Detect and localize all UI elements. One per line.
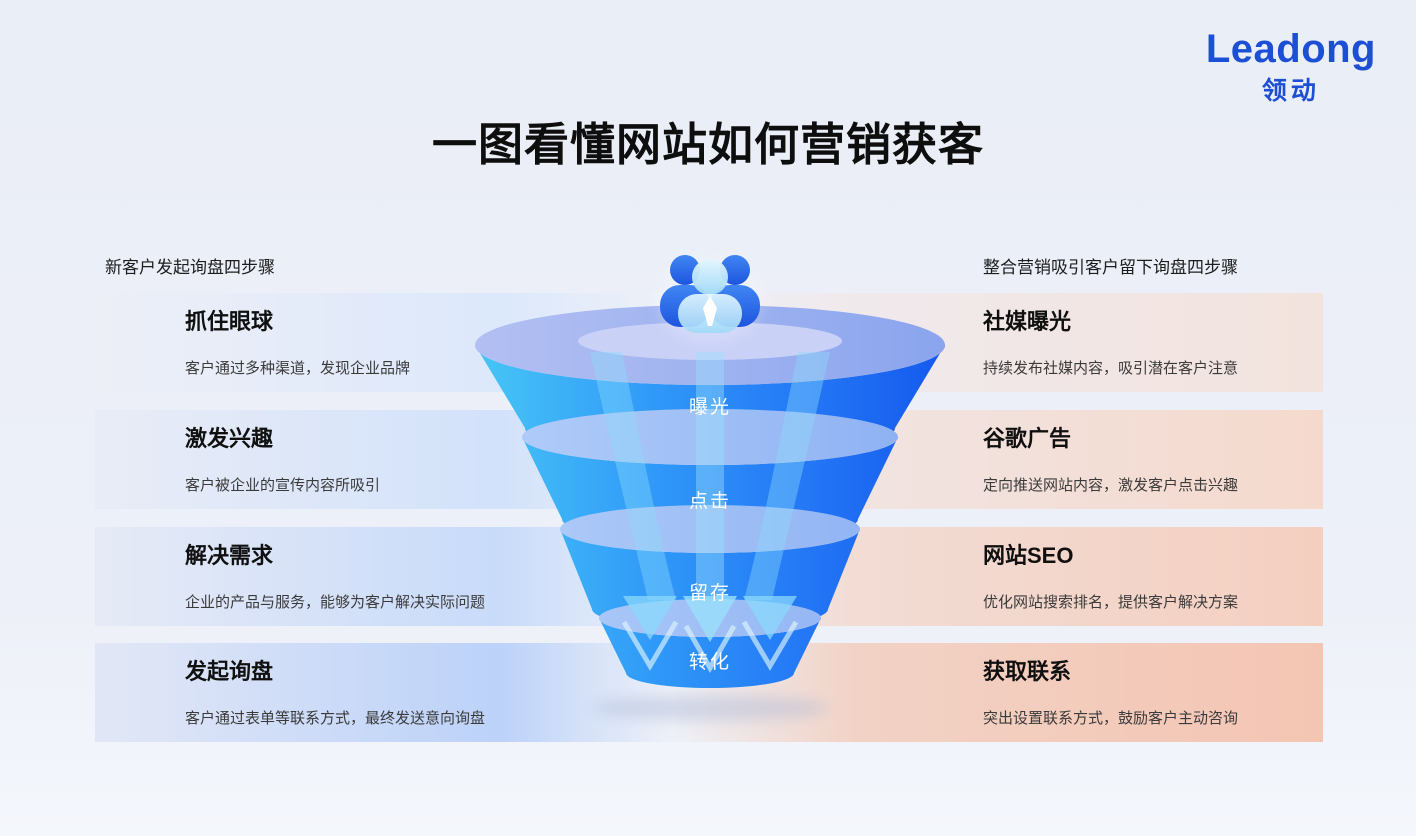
left-step-1: 抓住眼球 客户通过多种渠道，发现企业品牌 (185, 311, 605, 378)
step-desc: 企业的产品与服务，能够为客户解决实际问题 (185, 594, 486, 611)
step-title: 社媒曝光 (983, 309, 1072, 334)
brand-logo-text: Leadong (1205, 27, 1376, 71)
step-title: 发起询盘 (185, 659, 274, 684)
step-title: 解决需求 (185, 543, 274, 568)
funnel-shadow (592, 695, 828, 721)
people-group-icon (658, 255, 762, 342)
brand-logo: Leadong 领动 (1206, 28, 1376, 107)
step-desc: 定向推送网站内容，激发客户点击兴趣 (983, 477, 1239, 494)
page-title: 一图看懂网站如何营销获客 (431, 119, 984, 170)
right-step-4: 获取联系 突出设置联系方式，鼓励客户主动咨询 (983, 661, 1403, 728)
step-title: 网站SEO (983, 543, 1074, 568)
step-desc: 客户通过多种渠道，发现企业品牌 (185, 360, 411, 377)
funnel-flow-arrows (590, 352, 830, 674)
left-step-2: 激发兴趣 客户被企业的宣传内容所吸引 (185, 428, 605, 495)
step-desc: 客户被企业的宣传内容所吸引 (185, 477, 381, 494)
left-section-header: 新客户发起询盘四步骤 (105, 258, 275, 277)
step-title: 抓住眼球 (185, 309, 274, 334)
right-step-2: 谷歌广告 定向推送网站内容，激发客户点击兴趣 (983, 428, 1403, 495)
funnel-stage-label-retention: 留存 (688, 583, 731, 604)
step-title: 谷歌广告 (983, 426, 1072, 451)
step-desc: 客户通过表单等联系方式，最终发送意向询盘 (185, 710, 486, 727)
right-section-header: 整合营销吸引客户留下询盘四步骤 (983, 258, 1238, 277)
funnel-stage-label-exposure: 曝光 (688, 397, 731, 418)
left-step-3: 解决需求 企业的产品与服务，能够为客户解决实际问题 (185, 545, 605, 612)
step-desc: 优化网站搜索排名，提供客户解决方案 (983, 594, 1239, 611)
step-desc: 持续发布社媒内容，吸引潜在客户注意 (983, 360, 1239, 377)
right-step-3: 网站SEO 优化网站搜索排名，提供客户解决方案 (983, 545, 1403, 612)
right-step-1: 社媒曝光 持续发布社媒内容，吸引潜在客户注意 (983, 311, 1403, 378)
funnel-stage-label-convert: 转化 (688, 652, 731, 673)
step-title: 激发兴趣 (185, 426, 274, 451)
left-step-4: 发起询盘 客户通过表单等联系方式，最终发送意向询盘 (185, 661, 605, 728)
step-desc: 突出设置联系方式，鼓励客户主动咨询 (983, 710, 1239, 727)
step-title: 获取联系 (983, 659, 1072, 684)
brand-logo-cn: 领动 (1261, 77, 1320, 105)
funnel-stage-label-click: 点击 (688, 491, 731, 512)
